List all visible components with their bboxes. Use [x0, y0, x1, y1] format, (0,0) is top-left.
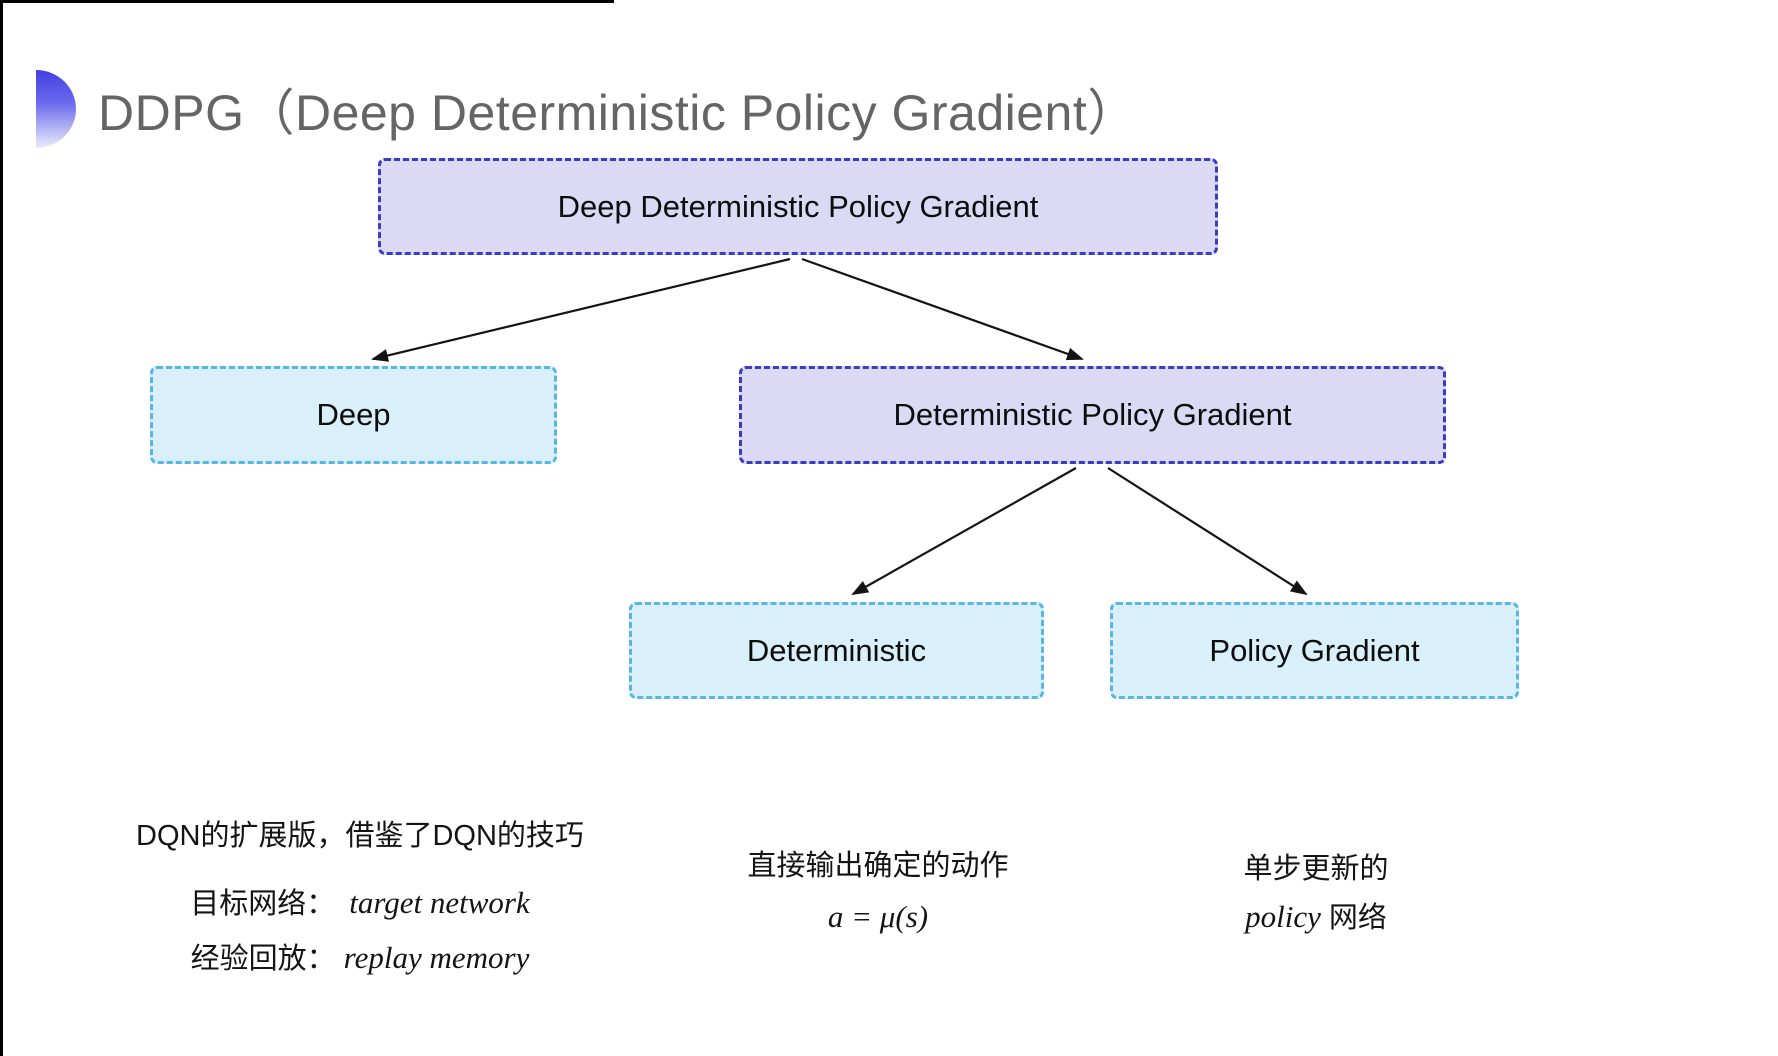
note-deep-line1: DQN的扩展版，借鉴了DQN的技巧 — [136, 820, 584, 852]
note-deep-replay-term: replay memory — [343, 940, 530, 975]
arrow-root-to-deep — [371, 257, 791, 362]
window-edge-left — [0, 0, 3, 1056]
node-deterministic-policy-gradient: Deterministic Policy Gradient — [739, 366, 1446, 464]
node-deterministic: Deterministic — [629, 602, 1044, 699]
node-deep: Deep — [150, 366, 557, 464]
note-deterministic-line1: 直接输出确定的动作 — [747, 850, 1009, 882]
node-deep-label: Deep — [316, 397, 391, 432]
note-deep-target-term: target network — [349, 885, 530, 920]
slide-header: DDPG（Deep Deterministic Policy Gradient） — [36, 70, 1138, 148]
node-policy-gradient-label: Policy Gradient — [1209, 632, 1420, 668]
page-title: DDPG（Deep Deterministic Policy Gradient） — [98, 85, 1138, 141]
node-policy-gradient: Policy Gradient — [1110, 602, 1519, 699]
title-bullet-icon — [36, 70, 76, 148]
node-root-label: Deep Deterministic Policy Gradient — [557, 188, 1039, 224]
note-policy-gradient-term: policy — [1245, 899, 1321, 934]
node-deep-deterministic-policy-gradient: Deep Deterministic Policy Gradient — [378, 158, 1218, 255]
arrow-root-to-dpg — [801, 257, 1084, 361]
arrow-dpg-to-policy-gradient — [1107, 467, 1308, 596]
note-deep-line2: 目标网络： target network — [100, 883, 620, 924]
note-deterministic: 直接输出确定的动作 a = μ(s) — [678, 846, 1078, 937]
node-deterministic-label: Deterministic — [746, 632, 927, 668]
note-deep-line3: 经验回放：replay memory — [100, 938, 620, 979]
window-edge-top — [0, 0, 614, 3]
note-deep-replay-label: 经验回放： — [190, 943, 336, 975]
note-policy-gradient-line1: 单步更新的 — [1243, 853, 1389, 885]
arrow-dpg-to-deterministic — [851, 467, 1077, 595]
note-deterministic-formula: a = μ(s) — [827, 899, 929, 934]
note-deep-target-label: 目标网络： — [190, 888, 336, 920]
note-deep: DQN的扩展版，借鉴了DQN的技巧 目标网络： target network 经验… — [100, 816, 620, 979]
note-policy-gradient-suffix: 网络 — [1328, 902, 1387, 934]
node-dpg-label: Deterministic Policy Gradient — [893, 397, 1292, 432]
